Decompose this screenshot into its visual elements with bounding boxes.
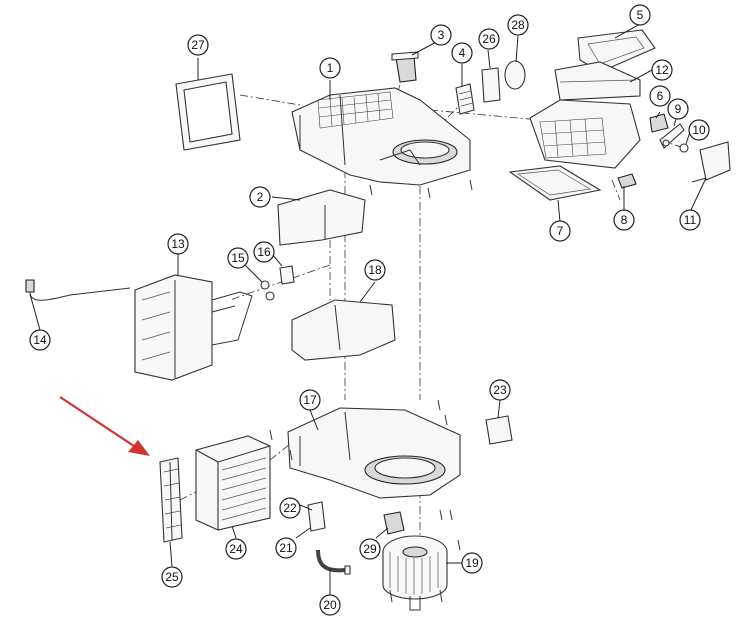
callout-27-label: 27: [191, 38, 205, 52]
callout-21-label: 21: [279, 541, 293, 555]
part-12-inlet-housing: [554, 61, 641, 101]
callout-23: 23: [489, 379, 511, 401]
callout-8: 8: [613, 209, 635, 231]
callout-24-label: 24: [229, 542, 243, 556]
part-14-sensor: [25, 279, 131, 301]
callout-19-label: 19: [465, 556, 479, 570]
callout-29-label: 29: [363, 542, 377, 556]
callout-12-label: 12: [655, 63, 669, 77]
part-29-connector: [383, 511, 405, 535]
callout-10: 10: [688, 119, 710, 141]
callout-1-label: 1: [327, 61, 334, 75]
part-24-cabin-filter: [195, 435, 271, 531]
callout-2: 2: [249, 186, 271, 208]
callout-17: 17: [299, 389, 321, 411]
part-2-insulator: [277, 189, 366, 246]
callout-14-label: 14: [33, 333, 47, 347]
callout-20-label: 20: [323, 598, 337, 612]
part-28-gasket: [504, 60, 526, 90]
callout-5: 5: [629, 4, 651, 26]
callout-8-label: 8: [621, 213, 628, 227]
part-6-link: [649, 113, 669, 133]
callout-18-label: 18: [368, 263, 382, 277]
callout-26-label: 26: [482, 32, 496, 46]
part-8-knob: [617, 173, 637, 189]
callout-25: 25: [161, 566, 183, 588]
part-16-bracket: [279, 265, 295, 285]
callout-6-label: 6: [657, 89, 664, 103]
callout-13: 13: [167, 233, 189, 255]
callout-15: 15: [227, 247, 249, 269]
callout-17-label: 17: [303, 393, 317, 407]
part-20-hose: [316, 549, 351, 575]
callout-4: 4: [451, 42, 473, 64]
callout-5-label: 5: [637, 8, 644, 22]
callout-26: 26: [478, 28, 500, 50]
part-18-mid-shell: [291, 299, 396, 361]
callout-20: 20: [319, 594, 341, 616]
callout-13-label: 13: [171, 237, 185, 251]
callout-10-label: 10: [692, 123, 706, 137]
part-23-resistor: [485, 415, 513, 445]
callout-29: 29: [359, 538, 381, 560]
callout-4-label: 4: [459, 46, 466, 60]
part-26-pad: [481, 67, 501, 103]
part-5-inlet-cover: [577, 29, 656, 73]
part-13-evaporator: [134, 274, 253, 381]
callout-24: 24: [225, 538, 247, 560]
part-3-actuator: [391, 51, 419, 83]
callout-19: 19: [461, 552, 483, 574]
fasteners: [269, 179, 473, 603]
part-1-upper-case: [291, 87, 471, 186]
callout-7: 7: [549, 220, 571, 242]
part-21-bracket: [307, 501, 326, 532]
callout-18: 18: [364, 259, 386, 281]
part-intake-door-box: [529, 99, 641, 169]
callout-22: 22: [279, 497, 301, 519]
callout-9-label: 9: [675, 102, 682, 116]
part-4-grille: [455, 83, 475, 115]
callout-11-label: 11: [684, 213, 697, 227]
part-15-orings: [260, 280, 275, 301]
callout-27: 27: [187, 34, 209, 56]
part-25-filter-cover: [159, 457, 183, 543]
callout-6: 6: [649, 85, 671, 107]
callout-14: 14: [29, 329, 51, 351]
callout-22-label: 22: [283, 501, 297, 515]
part-27-frame-seal: [175, 73, 241, 151]
part-19-blower-fan: [382, 535, 448, 611]
part-10-clip: [679, 143, 689, 153]
part-9-lever: [659, 123, 685, 149]
callout-23-label: 23: [493, 383, 507, 397]
callout-16-label: 16: [257, 245, 271, 259]
callout-11: 11: [679, 209, 701, 231]
callout-21: 21: [275, 537, 297, 559]
callout-16: 16: [253, 241, 275, 263]
highlight-arrow: [59, 396, 150, 456]
callout-25-label: 25: [165, 570, 179, 584]
callout-28-label: 28: [511, 18, 525, 32]
callout-15-label: 15: [231, 251, 245, 265]
callout-2-label: 2: [257, 190, 264, 204]
callout-12: 12: [651, 59, 673, 81]
callout-3-label: 3: [438, 28, 445, 42]
callout-7-label: 7: [557, 224, 564, 238]
part-17-lower-case: [287, 407, 461, 499]
callout-28: 28: [507, 14, 529, 36]
callout-1: 1: [319, 57, 341, 79]
part-11-actuator-motor: [691, 141, 731, 183]
part-7-tray: [508, 165, 602, 201]
assembly-axis-lines: [179, 69, 691, 540]
callout-9: 9: [667, 98, 689, 120]
callout-3: 3: [430, 24, 452, 46]
